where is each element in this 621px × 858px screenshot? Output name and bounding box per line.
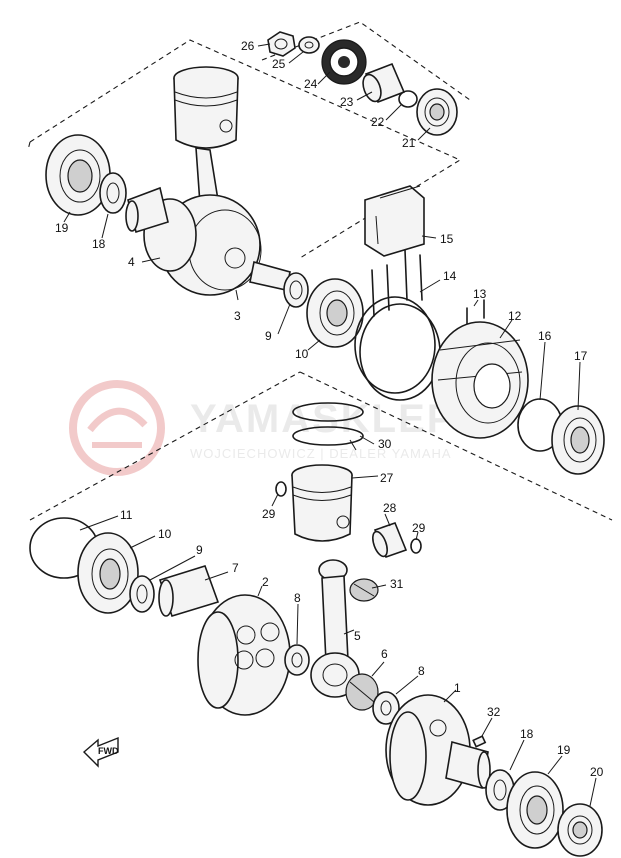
part-bearing-19-lower xyxy=(506,771,564,849)
part-washer-8-lower xyxy=(372,691,400,725)
part-washer-9-lower xyxy=(129,575,155,613)
part-crank-wheel-2 xyxy=(197,594,291,716)
label-10-lower: 10 xyxy=(158,527,172,541)
part-o-ring-22 xyxy=(398,90,418,108)
part-clip-29-right xyxy=(410,538,422,554)
label-24: 24 xyxy=(304,77,318,91)
part-connecting-rod-5 xyxy=(310,559,360,698)
label-17: 17 xyxy=(574,349,588,363)
label-8-lower: 8 xyxy=(418,664,425,678)
leader-lines xyxy=(63,43,597,807)
label-19-upper: 19 xyxy=(55,221,69,235)
label-30: 30 xyxy=(378,437,392,451)
part-housing-12 xyxy=(431,321,529,439)
label-18-upper: 18 xyxy=(92,237,106,251)
part-pin-28 xyxy=(372,521,408,559)
label-10-upper: 10 xyxy=(295,347,309,361)
fwd-label: FWD xyxy=(98,746,119,756)
label-11: 11 xyxy=(120,508,133,522)
label-8-upper: 8 xyxy=(294,591,301,605)
label-19-lower: 19 xyxy=(557,743,571,757)
label-2: 2 xyxy=(262,575,269,589)
label-1: 1 xyxy=(454,681,461,695)
part-washer-8-upper xyxy=(284,644,310,676)
part-number-labels: 26 25 24 23 22 21 19 18 4 3 9 10 15 14 1… xyxy=(55,39,604,779)
watermark-brand: YAMASKLEP xyxy=(190,397,455,441)
label-29-right: 29 xyxy=(412,521,426,535)
watermark-logo-icon xyxy=(69,380,165,476)
label-27: 27 xyxy=(380,471,394,485)
part-bearing-19-upper xyxy=(45,134,111,216)
group-frame-lower xyxy=(29,371,613,521)
part-washer-18-upper xyxy=(99,172,127,214)
label-15: 15 xyxy=(440,232,454,246)
watermark: YAMASKLEP WOJCIECHOWICZ | DEALER YAMAHA xyxy=(69,380,455,476)
part-bearing-10-upper xyxy=(306,278,364,348)
part-key-32 xyxy=(472,735,487,748)
label-9-upper: 9 xyxy=(265,329,272,343)
part-spacer-23 xyxy=(362,62,406,104)
label-16: 16 xyxy=(538,329,552,343)
part-oil-seal-21 xyxy=(416,88,458,136)
part-gear-24 xyxy=(321,39,367,85)
part-bearing-31 xyxy=(349,578,379,602)
part-bearing-10-lower xyxy=(77,532,139,614)
label-3: 3 xyxy=(234,309,241,323)
label-7: 7 xyxy=(232,561,239,575)
label-5: 5 xyxy=(354,629,361,643)
part-needle-bearing-6 xyxy=(345,673,379,711)
part-shaft-7 xyxy=(158,565,220,617)
part-ring-14 xyxy=(354,296,441,401)
part-clip-29-left xyxy=(275,481,287,497)
label-22: 22 xyxy=(371,115,385,129)
part-nut-26 xyxy=(267,31,296,57)
label-20: 20 xyxy=(590,765,604,779)
label-14: 14 xyxy=(443,269,457,283)
label-32: 32 xyxy=(487,705,501,719)
label-28: 28 xyxy=(383,501,397,515)
label-9-lower: 9 xyxy=(196,543,203,557)
label-12: 12 xyxy=(508,309,522,323)
label-29-left: 29 xyxy=(262,507,276,521)
label-21: 21 xyxy=(402,136,416,150)
part-seal-15 xyxy=(364,185,425,257)
label-6: 6 xyxy=(381,647,388,661)
part-piston-upper xyxy=(173,66,239,149)
part-seal-20 xyxy=(557,803,603,857)
label-31: 31 xyxy=(390,577,404,591)
label-23: 23 xyxy=(340,95,354,109)
label-18-lower: 18 xyxy=(520,727,534,741)
watermark-subtitle: WOJCIECHOWICZ | DEALER YAMAHA xyxy=(190,446,452,461)
part-piston-27 xyxy=(291,464,353,542)
label-26: 26 xyxy=(241,39,255,53)
part-washer-25 xyxy=(298,36,320,54)
label-13: 13 xyxy=(473,287,487,301)
part-rings-30 xyxy=(292,402,364,446)
label-4: 4 xyxy=(128,255,135,269)
fwd-arrow-icon: FWD xyxy=(82,736,119,768)
part-seal-17 xyxy=(551,405,605,475)
part-crank-shaft-right-lower xyxy=(445,740,491,790)
label-25: 25 xyxy=(272,57,286,71)
part-washer-9-upper xyxy=(283,272,309,308)
part-studs-14 xyxy=(371,249,423,317)
part-crank-shaft-left-upper xyxy=(125,186,169,234)
